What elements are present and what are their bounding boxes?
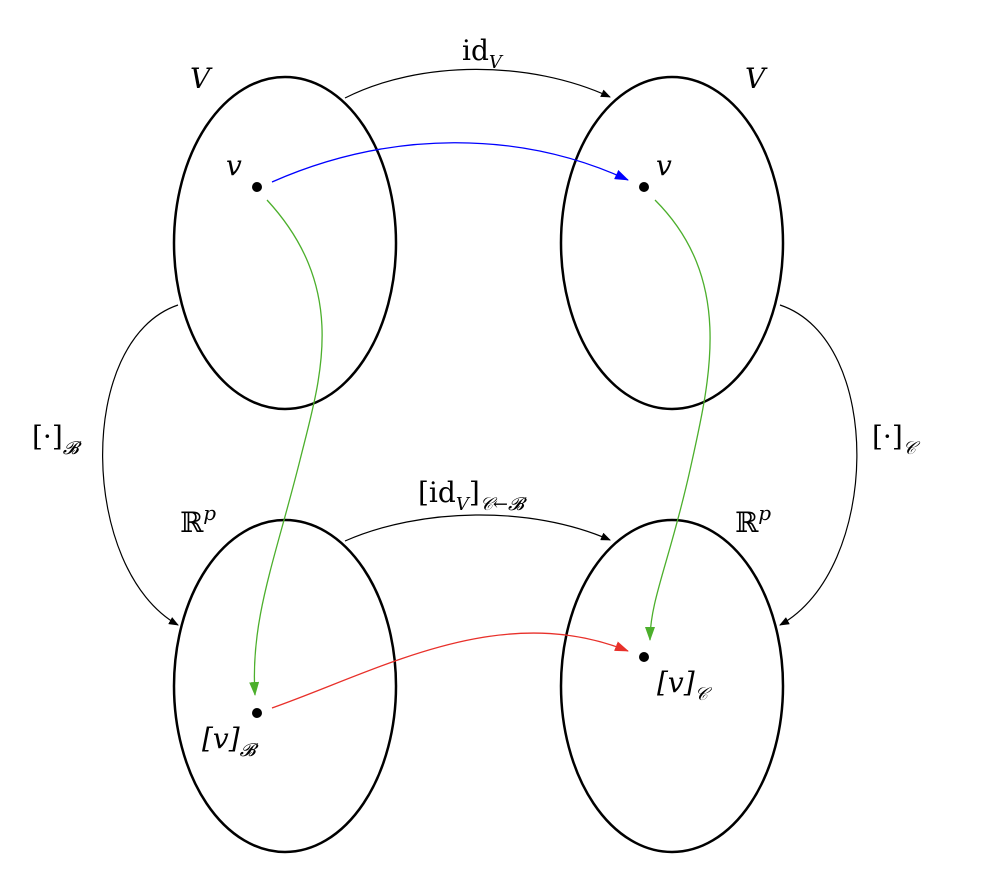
map-label-left: [·]𝓑 — [32, 420, 82, 459]
green-arrow-right — [645, 199, 711, 641]
map-arrow-bottom — [344, 514, 611, 542]
map-arrow-left — [102, 304, 179, 626]
point-label-bottom-right: [v]𝒞 — [657, 666, 713, 705]
point-top-left — [252, 182, 262, 192]
map-arrow-top — [344, 68, 611, 99]
set-label-bottom-left: ℝp — [180, 501, 216, 539]
blue-arrow — [271, 142, 629, 183]
set-ellipse-bottom-right — [559, 518, 785, 854]
set-label-top-right: V — [745, 62, 768, 95]
point-label-top-left: v — [226, 149, 242, 182]
red-arrow — [271, 632, 629, 709]
set-ellipse-bottom-left — [172, 518, 398, 854]
map-label-top: idV — [462, 34, 504, 73]
point-bottom-left — [252, 708, 262, 718]
map-label-bottom: [idV]𝒞←𝓑 — [418, 476, 527, 515]
green-arrow-left — [249, 199, 323, 696]
point-label-bottom-left: [v]𝓑 — [202, 722, 259, 761]
point-label-top-right: v — [656, 149, 672, 182]
set-label-bottom-right: ℝp — [735, 501, 771, 539]
point-bottom-right — [639, 652, 649, 662]
map-label-right: [·]𝒞 — [872, 420, 921, 459]
set-label-top-left: V — [190, 62, 213, 95]
point-top-right — [639, 182, 649, 192]
set-ellipse-top-right — [559, 75, 785, 411]
set-ellipse-top-left — [172, 75, 398, 411]
map-arrow-right — [779, 304, 858, 626]
